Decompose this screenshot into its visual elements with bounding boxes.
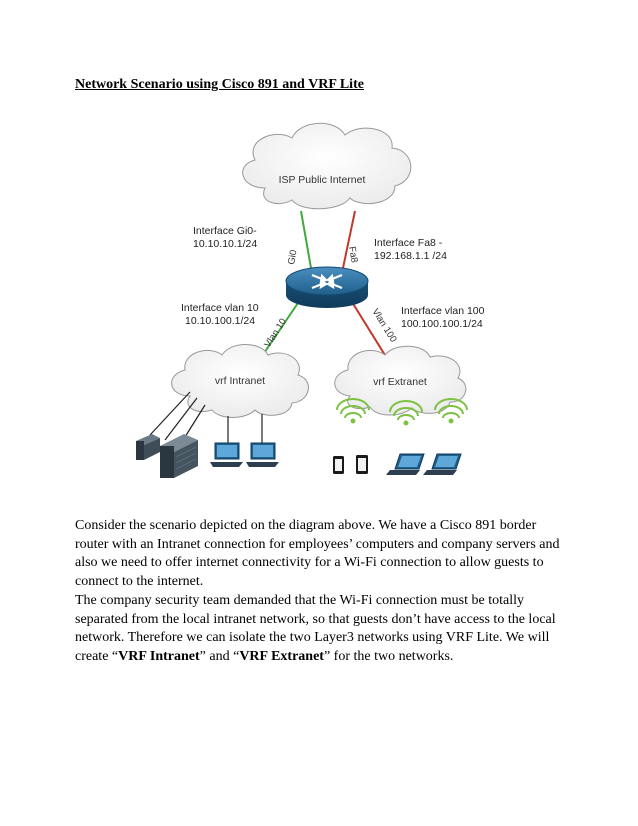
vlan10-interface-label-2: 10.10.100.1/24	[185, 315, 255, 327]
gi0-link	[300, 210, 312, 269]
link-vlan10-label: Vlan 10	[262, 317, 289, 350]
paragraph-2-text-b: ” and “	[199, 648, 240, 664]
gi0-interface-label-1: Interface Gi0-	[193, 225, 257, 237]
extranet-cloud-label: vrf Extranet	[373, 376, 427, 388]
fa8-link	[342, 210, 356, 269]
document-title: Network Scenario using Cisco 891 and VRF…	[75, 77, 364, 92]
paragraph-2-text-c: ” for the two networks.	[323, 648, 454, 664]
extranet-cloud: vrf Extranet	[334, 345, 467, 416]
laptop-icon	[423, 453, 462, 475]
wifi-icon	[336, 398, 370, 424]
wifi-icon	[434, 398, 468, 424]
paragraph-2-text-a: The company security team demanded that …	[75, 593, 556, 664]
vlan10-interface-label-1: Interface vlan 10	[181, 302, 259, 314]
intranet-cloud-label: vrf Intranet	[215, 375, 265, 387]
router-icon	[285, 266, 369, 308]
fa8-interface-label-1: Interface Fa8 -	[374, 237, 443, 249]
phone-icon	[333, 456, 344, 474]
intranet-cloud: vrf Intranet	[171, 344, 309, 418]
vlan100-interface-label-2: 100.100.100.1/24	[401, 318, 483, 330]
network-diagram: ISP Public Internet Gi0 Fa8 Vlan 10 Vlan…	[136, 122, 485, 478]
paragraph-1: Consider the scenario depicted on the di…	[75, 518, 560, 589]
link-gi0-label: Gi0	[286, 249, 299, 265]
gi0-interface-label-2: 10.10.10.1/24	[193, 238, 257, 250]
vlan100-link	[351, 301, 389, 361]
laptop-icon	[246, 442, 279, 467]
paragraph-2: The company security team demanded that …	[75, 592, 570, 666]
isp-cloud: ISP Public Internet	[242, 122, 412, 210]
server-icon	[136, 434, 160, 460]
vrf-extranet-bold: VRF Extranet	[239, 648, 324, 664]
link-fa8-label: Fa8	[346, 246, 360, 264]
isp-cloud-label: ISP Public Internet	[279, 174, 366, 186]
vrf-intranet-bold: VRF Intranet	[118, 648, 200, 664]
server-icon	[160, 434, 198, 478]
phone-icon	[356, 455, 368, 474]
vlan100-interface-label-1: Interface vlan 100	[401, 305, 485, 317]
fa8-interface-label-2: 192.168.1.1 /24	[374, 250, 447, 262]
wifi-icon	[389, 400, 423, 426]
laptop-icon	[210, 442, 243, 467]
laptop-icon	[386, 453, 425, 475]
